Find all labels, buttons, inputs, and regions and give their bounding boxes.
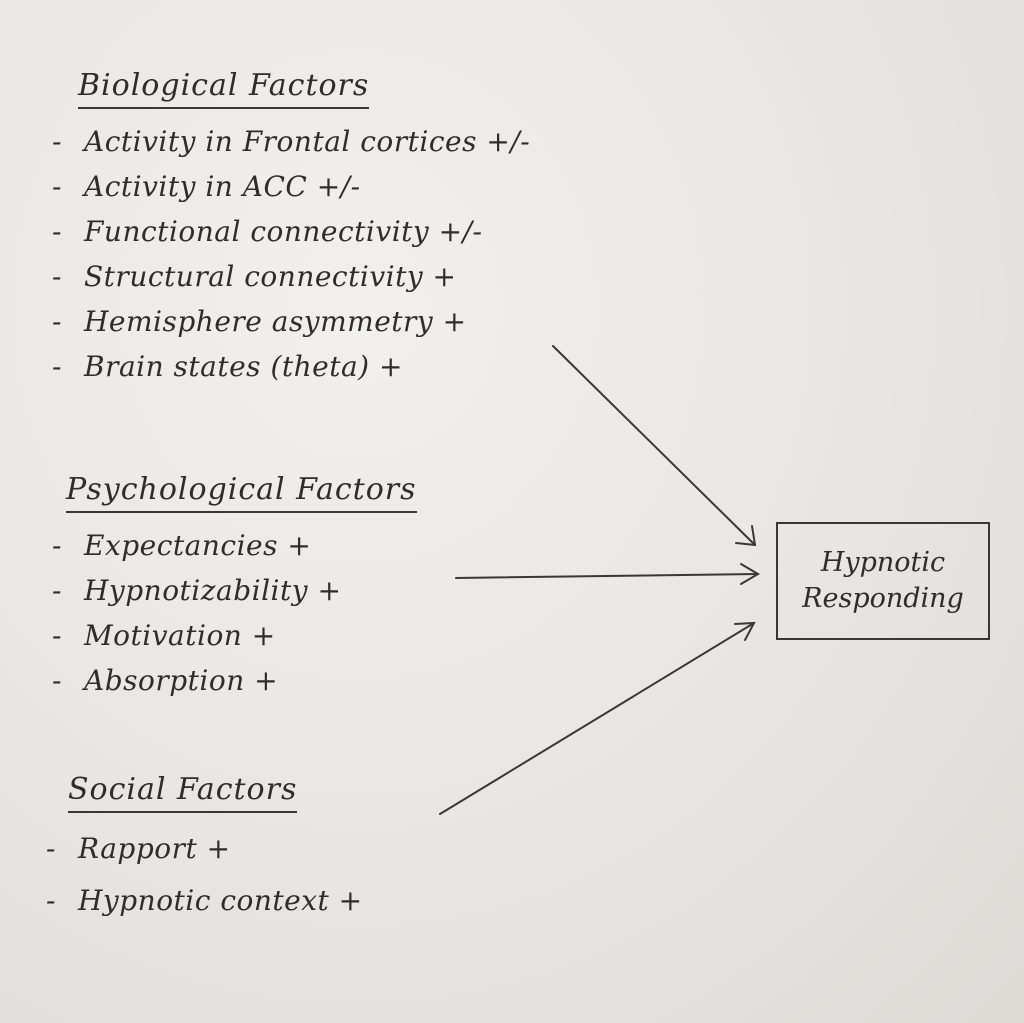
biological-factors-heading: Biological Factors bbox=[78, 68, 370, 109]
factor-label: Motivation + bbox=[84, 619, 276, 652]
psychological-factors-list: -Expectancies + -Hypnotizability + -Moti… bbox=[52, 523, 417, 703]
factor-label: Absorption + bbox=[84, 664, 279, 697]
social-factors-group: Social Factors -Rapport + -Hypnotic cont… bbox=[46, 772, 363, 927]
biological-arrow-icon bbox=[552, 345, 757, 547]
list-item: -Hypnotizability + bbox=[52, 574, 342, 607]
factor-label: Hemisphere asymmetry + bbox=[84, 305, 467, 338]
social-factors-heading: Social Factors bbox=[68, 772, 298, 813]
outcome-label-line1: Hypnotic bbox=[820, 547, 946, 578]
factor-label: Hypnotic context + bbox=[78, 884, 363, 917]
biological-factors-group: Biological Factors -Activity in Frontal … bbox=[52, 68, 530, 389]
psychological-factors-heading: Psychological Factors bbox=[66, 472, 417, 513]
list-item: -Motivation + bbox=[52, 619, 276, 652]
social-factors-list: -Rapport + -Hypnotic context + bbox=[46, 823, 363, 927]
outcome-label-line2: Responding bbox=[802, 583, 964, 614]
hypnotic-responding-box: Hypnotic Responding bbox=[776, 522, 990, 640]
list-item: -Structural connectivity + bbox=[52, 260, 457, 293]
list-item: -Brain states (theta) + bbox=[52, 350, 403, 383]
factor-label: Expectancies + bbox=[84, 529, 312, 562]
list-item: -Absorption + bbox=[52, 664, 279, 697]
factor-label: Hypnotizability + bbox=[84, 574, 342, 607]
list-item: -Hemisphere asymmetry + bbox=[52, 305, 467, 338]
factor-label: Structural connectivity + bbox=[84, 260, 457, 293]
factor-label: Brain states (theta) + bbox=[84, 350, 403, 383]
factor-label: Activity in ACC +/- bbox=[84, 170, 361, 203]
social-arrow-icon bbox=[439, 621, 756, 815]
biological-factors-list: -Activity in Frontal cortices +/- -Activ… bbox=[52, 119, 530, 389]
list-item: -Expectancies + bbox=[52, 529, 312, 562]
list-item: -Rapport + bbox=[46, 832, 231, 865]
psychological-arrow-icon bbox=[455, 563, 760, 585]
list-item: -Activity in Frontal cortices +/- bbox=[52, 125, 531, 158]
psychological-factors-group: Psychological Factors -Expectancies + -H… bbox=[52, 472, 417, 703]
factor-label: Rapport + bbox=[78, 832, 231, 865]
factor-label: Functional connectivity +/- bbox=[84, 215, 483, 248]
list-item: -Hypnotic context + bbox=[46, 884, 363, 917]
factor-label: Activity in Frontal cortices +/- bbox=[84, 125, 531, 158]
list-item: -Functional connectivity +/- bbox=[52, 215, 483, 248]
list-item: -Activity in ACC +/- bbox=[52, 170, 361, 203]
